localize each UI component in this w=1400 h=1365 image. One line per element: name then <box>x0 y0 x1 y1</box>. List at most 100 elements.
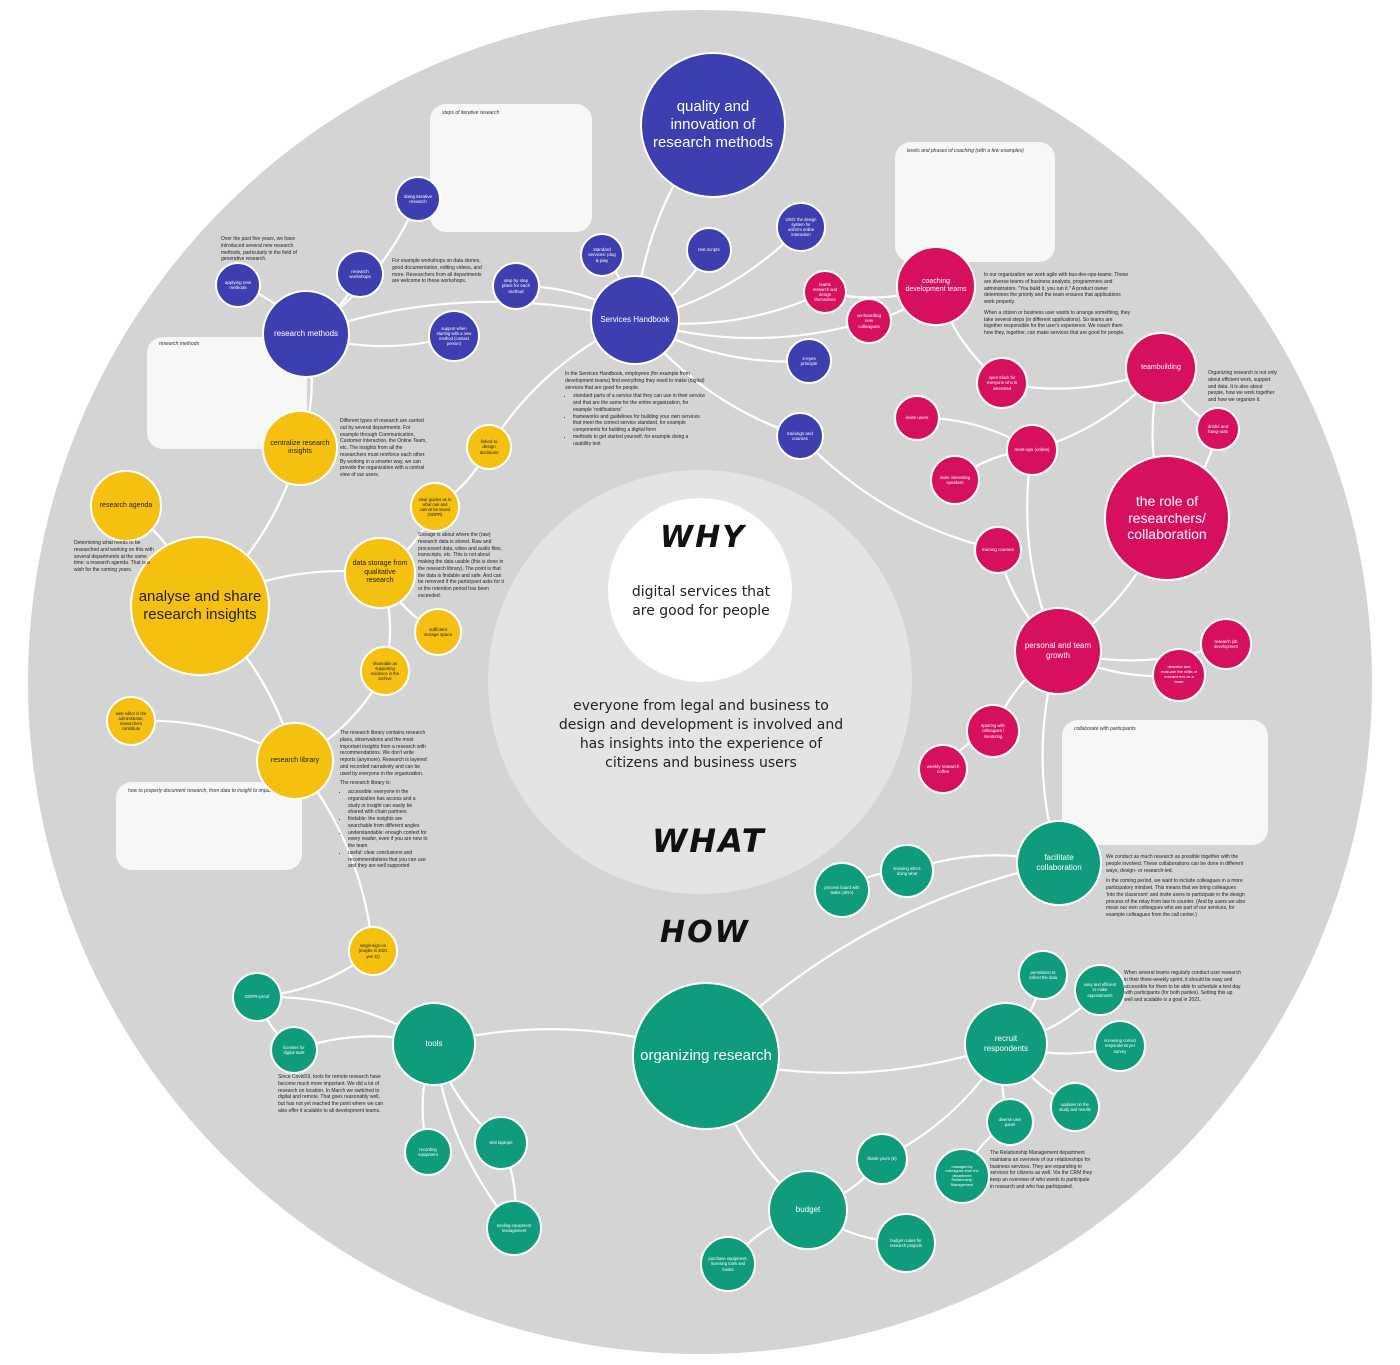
node-recruit-respondents[interactable]: recruit respondents <box>964 1002 1048 1086</box>
node-sso[interactable]: single-sign-on (maybe in 2021 yes :D) <box>348 926 398 976</box>
node-recording[interactable]: recording equipment <box>404 1128 452 1176</box>
node-sufficient-storage[interactable]: sufficient storage space <box>414 608 462 656</box>
node-research-job[interactable]: research job development <box>1200 618 1252 670</box>
node-quality-innovation[interactable]: quality and innovation of research metho… <box>640 52 786 198</box>
node-training-courses[interactable]: training courses <box>974 526 1022 574</box>
node-label: managed by colleagues from the departmen… <box>945 1164 979 1187</box>
node-centralize-insights[interactable]: centralize research insights <box>262 410 338 486</box>
node-label: research library <box>270 756 320 764</box>
list-item: frameworks and guidelines for building y… <box>573 414 705 434</box>
node-applying-new-methods[interactable]: applying new methods <box>215 262 261 308</box>
node-coaching-teams[interactable]: coaching development teams <box>896 246 976 326</box>
node-permission[interactable]: permission to collect the data <box>1018 950 1068 1000</box>
node-research-workshops[interactable]: research workshops <box>336 250 384 298</box>
node-data-storage[interactable]: data storage from qualitative research <box>344 537 416 609</box>
node-label: invite interesting speakers <box>939 474 971 485</box>
node-label: knowing who's doing what <box>893 865 921 876</box>
note-centralize: Different types of research are carried … <box>340 418 427 478</box>
node-doing-iterative[interactable]: doing iterative research <box>395 176 441 222</box>
node-screening[interactable]: screening correct respondents per survey <box>1094 1020 1146 1072</box>
node-diverse-panel[interactable]: diverse user panel <box>986 1098 1034 1146</box>
node-role-of-researchers[interactable]: the role of researchers/ collaboration <box>1104 455 1230 581</box>
node-meetups[interactable]: meet-ups (online) <box>1006 424 1058 476</box>
node-step-by-step[interactable]: step by step plans for each method <box>492 262 540 310</box>
node-lending[interactable]: lending equipment management <box>486 1200 542 1256</box>
node-services-handbook[interactable]: Services Handbook <box>590 275 680 365</box>
node-easy-efficient[interactable]: easy and efficient to make appointments <box>1074 964 1126 1016</box>
node-gdpr-proof[interactable]: GDPR-proof <box>232 972 282 1022</box>
node-test-scripts[interactable]: test scripts <box>686 227 732 273</box>
card-title: steps of iterative research <box>442 110 500 116</box>
note-tools: Since Covid19, tools for remote research… <box>278 1074 384 1114</box>
node-purchase[interactable]: purchase equipment, licensing tools and … <box>700 1236 756 1292</box>
node-sparring[interactable]: sparring with colleagues / mentoring <box>966 704 1020 758</box>
node-personal-team-growth[interactable]: personal and team growth <box>1014 607 1102 695</box>
node-support-new-method[interactable]: support when starting with a new method … <box>428 310 480 362</box>
list-item: useful: clear conclusions and recommenda… <box>348 850 428 870</box>
node-trainings-courses[interactable]: trainings and courses <box>776 412 824 460</box>
node-drinks[interactable]: drinks and hang-outs <box>1196 407 1240 451</box>
why-label: WHY <box>660 520 746 555</box>
node-updates[interactable]: updates on the study and results <box>1050 1082 1100 1132</box>
node-label: centralize research insights <box>270 439 330 455</box>
node-label: recording equipment <box>418 1146 438 1157</box>
note-text: In our organization we work agile with b… <box>984 272 1129 305</box>
node-label: drinks and hang-outs <box>1207 423 1229 434</box>
note-relationship: The Relationship Management department m… <box>990 1150 1093 1190</box>
node-label: invite users <box>905 415 929 421</box>
node-process-board[interactable]: process board with tasks (JIRA) <box>814 862 870 918</box>
node-invite-users[interactable]: invite users <box>894 395 940 441</box>
note-agenda: Determining what needs to be researched … <box>74 540 154 573</box>
card-iterative-research: steps of iterative research <box>430 104 592 232</box>
node-thank-you[interactable]: thank you's (€) <box>856 1133 908 1185</box>
list-item: findable: the insights are searchable fr… <box>348 816 428 830</box>
node-managed-by[interactable]: managed by colleagues from the departmen… <box>934 1148 990 1204</box>
node-label: thank you's (€) <box>867 1156 897 1162</box>
node-budget-codes[interactable]: budget codes for research projects <box>876 1213 936 1273</box>
node-test-laptops[interactable]: test laptops <box>474 1116 528 1170</box>
card-collaborate-participants: collaborate with participants <box>1062 720 1268 845</box>
node-clear-guides[interactable]: clear guides as to what can and cannot b… <box>410 482 460 532</box>
node-teams-research-design[interactable]: teams research and design themselves <box>803 270 847 314</box>
card-title: collaborate with participants <box>1074 726 1136 732</box>
node-organizing-research[interactable]: organizing research <box>632 982 780 1130</box>
node-describe-skills[interactable]: describe and evaluate the skills of rese… <box>1152 648 1206 702</box>
node-invite-speakers[interactable]: invite interesting speakers <box>930 455 980 505</box>
node-standard-services[interactable]: standard services: plug & play <box>580 233 624 277</box>
node-teambuilding[interactable]: teambuilding <box>1125 332 1197 404</box>
node-four-eyes[interactable]: 4-eyes principle <box>786 338 832 384</box>
node-knowing-who[interactable]: knowing who's doing what <box>880 844 934 898</box>
node-analyse-share[interactable]: analyse and share research insights <box>130 536 270 676</box>
node-budget[interactable]: budget <box>768 1170 848 1250</box>
why-text: digital services that are good for peopl… <box>631 584 771 619</box>
list-item: standard parts of a service that they ca… <box>573 393 705 413</box>
node-label: data storage from qualitative research <box>352 560 408 585</box>
node-label: applying new methods <box>224 279 252 290</box>
node-label: research workshops <box>349 268 371 279</box>
node-open-slack[interactable]: open Slack for everyone who is intereste… <box>976 357 1028 409</box>
node-label: research job development <box>1214 638 1238 649</box>
note-research-methods: Over the past five years, we have introd… <box>221 236 297 263</box>
note-recruit: When several teams regularly conduct use… <box>1124 970 1241 1003</box>
node-facilitate-collaboration[interactable]: facilitate collaboration <box>1016 820 1102 906</box>
node-research-methods[interactable]: research methods <box>262 290 350 378</box>
node-label: quality and innovation of research metho… <box>652 98 774 151</box>
node-research-library[interactable]: research library <box>256 722 334 800</box>
node-research-agenda[interactable]: research agenda <box>90 470 162 542</box>
node-linked-design[interactable]: linked to design decisions <box>466 424 512 470</box>
node-label: teams research and design themselves <box>812 281 838 303</box>
note-library: The research library contains research p… <box>340 730 428 870</box>
node-weekly-coffee[interactable]: weekly research coffee <box>918 744 968 794</box>
note-text: When a citizen or business user wants to… <box>984 309 1131 336</box>
node-shareable[interactable]: shareable as supporting evidence in the … <box>360 646 410 696</box>
node-label: training courses <box>982 547 1014 553</box>
what-text: everyone from legal and business to desi… <box>558 698 844 771</box>
node-label: doing iterative research <box>403 193 433 204</box>
node-tools[interactable]: tools <box>392 1002 476 1086</box>
node-licenses[interactable]: licenses for digital tools <box>270 1026 318 1074</box>
core-circle <box>608 498 792 682</box>
node-onboarding[interactable]: on-boarding new colleagues <box>846 298 892 344</box>
node-web-editor[interactable]: web editor is the administrator, researc… <box>106 696 156 746</box>
node-uno-design-system[interactable]: UNO: the design system for uniform onlin… <box>776 202 826 252</box>
node-label: weekly research coffee <box>926 763 960 774</box>
